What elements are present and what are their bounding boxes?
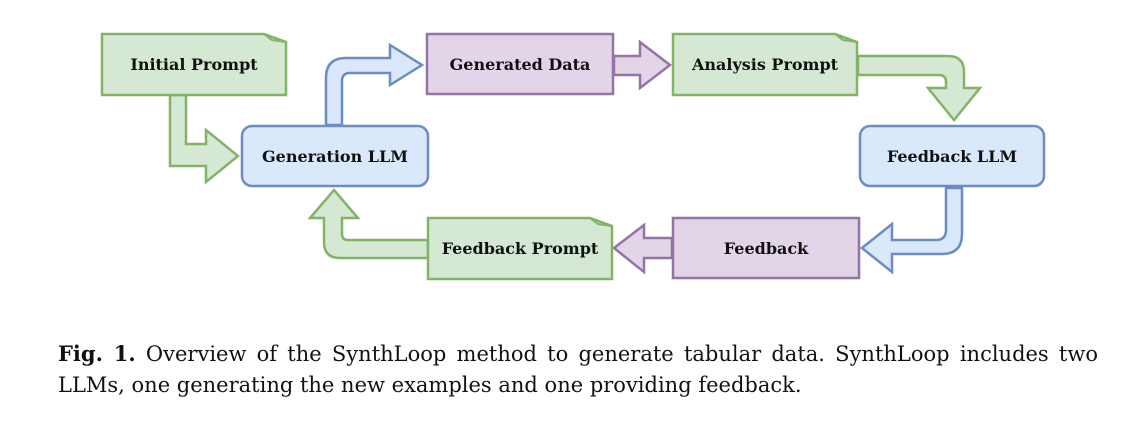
node-label: Feedback	[724, 239, 809, 258]
arrow-feedbackllm-to-feedback	[859, 186, 964, 275]
node-label: Feedback Prompt	[442, 239, 599, 258]
node-initial-prompt: Initial Prompt	[100, 32, 288, 97]
arrow-feedback-to-feedbackprompt	[611, 222, 674, 275]
arrow-initial-to-generation	[168, 93, 240, 185]
node-label: Generation LLM	[262, 147, 408, 166]
node-analysis-prompt: Analysis Prompt	[671, 32, 859, 97]
node-label: Generated Data	[450, 55, 591, 74]
node-generated-data: Generated Data	[425, 32, 615, 96]
node-label: Feedback LLM	[887, 147, 1017, 166]
node-label: Initial Prompt	[130, 55, 258, 74]
node-feedback: Feedback	[671, 216, 861, 280]
node-feedback-llm: Feedback LLM	[858, 124, 1046, 188]
node-generation-llm: Generation LLM	[240, 124, 430, 188]
node-label: Analysis Prompt	[691, 55, 839, 74]
arrow-data-to-analysis	[612, 39, 673, 91]
arrow-feedbackprompt-to-generation	[307, 188, 430, 260]
arrow-generation-to-data	[324, 42, 425, 127]
node-feedback-prompt: Feedback Prompt	[426, 216, 614, 281]
synthloop-diagram: Initial Prompt Generation LLM Generated …	[100, 32, 1046, 281]
caption-text: Overview of the SynthLoop method to gene…	[58, 342, 1098, 397]
figure-caption: Fig. 1. Overview of the SynthLoop method…	[58, 338, 1098, 401]
arrow-analysis-to-feedbackllm	[856, 54, 983, 122]
figure-label: Fig. 1.	[58, 341, 136, 366]
